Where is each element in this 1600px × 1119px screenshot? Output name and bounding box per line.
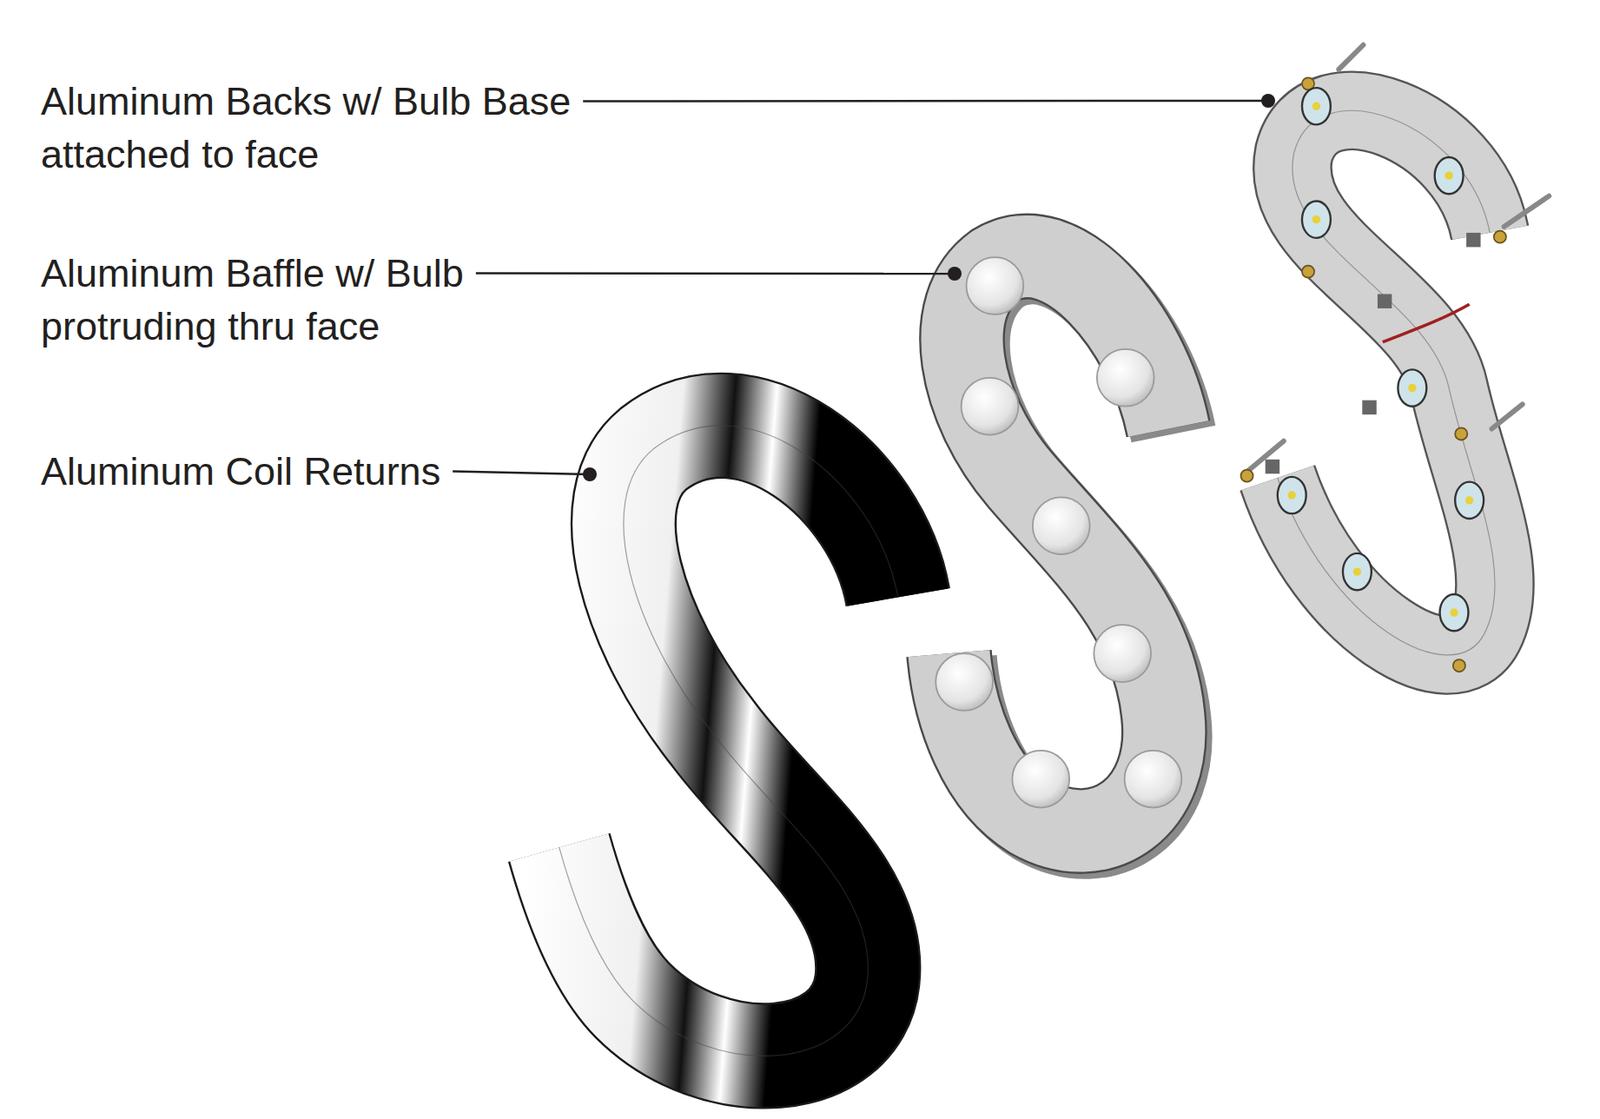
callout-label: Aluminum Baffle w/ Bulb protruding thru … — [40, 246, 597, 353]
callout-label: Aluminum Coil Returns — [40, 444, 441, 498]
leader-line — [476, 271, 955, 275]
leader-dot — [1261, 93, 1276, 108]
leader-line — [452, 471, 590, 476]
baffle — [935, 256, 1182, 836]
back-plate — [1240, 45, 1549, 673]
coil-returns — [559, 425, 899, 1057]
callout-label: Aluminum Backs w/ Bulb Base attached to … — [40, 74, 597, 181]
leader-line — [582, 99, 1269, 103]
leader-dot — [947, 266, 962, 281]
leader-dot — [582, 467, 597, 482]
